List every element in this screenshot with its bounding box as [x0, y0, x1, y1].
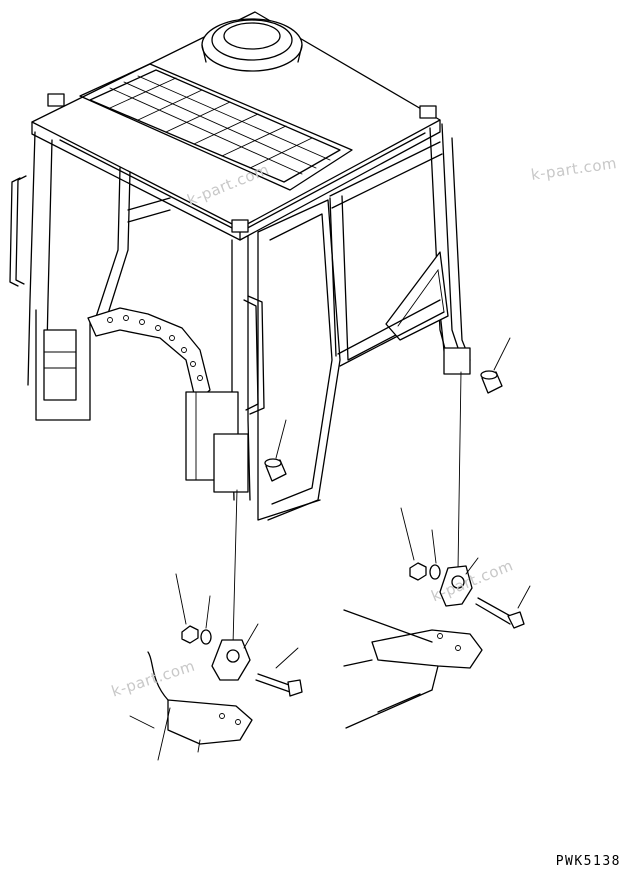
right-mount-bracket-icon [439, 557, 479, 607]
right-damper-icon [480, 337, 511, 394]
left-damper-icon [264, 419, 287, 482]
left-nut-icon [175, 573, 199, 644]
drawing-code: PWK5138 [555, 854, 621, 869]
right-washer-icon [429, 529, 441, 580]
right-bolt-icon [475, 585, 531, 629]
roof-rack-icon [79, 63, 353, 191]
right-nut-icon [400, 507, 427, 581]
right-base-plate-icon [343, 609, 483, 729]
left-mount-bracket-icon [211, 623, 259, 681]
round-hatch-icon [201, 18, 303, 72]
cab-frame-icon [9, 11, 471, 521]
left-base-plate-icon [129, 651, 253, 761]
left-washer-icon [200, 595, 212, 645]
left-bolt-icon [255, 647, 303, 697]
